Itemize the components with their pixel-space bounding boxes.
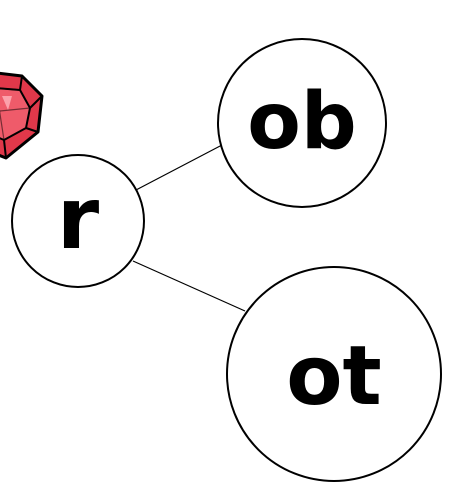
connector-line-top	[135, 144, 223, 191]
root-node-label: r	[57, 169, 100, 269]
branch-node-ot-label: ot	[286, 329, 382, 424]
branch-node-ot-circle	[226, 266, 442, 482]
branch-node-ob-circle	[217, 38, 387, 208]
root-node-circle	[11, 154, 145, 288]
branch-node-ob: ob	[217, 38, 387, 208]
branch-node-ot: ot	[226, 266, 442, 482]
ruby-gem-icon	[0, 71, 44, 160]
branch-node-ob-label: ob	[247, 77, 356, 167]
connector-line-bottom	[132, 260, 246, 312]
root-node: r	[11, 154, 145, 288]
